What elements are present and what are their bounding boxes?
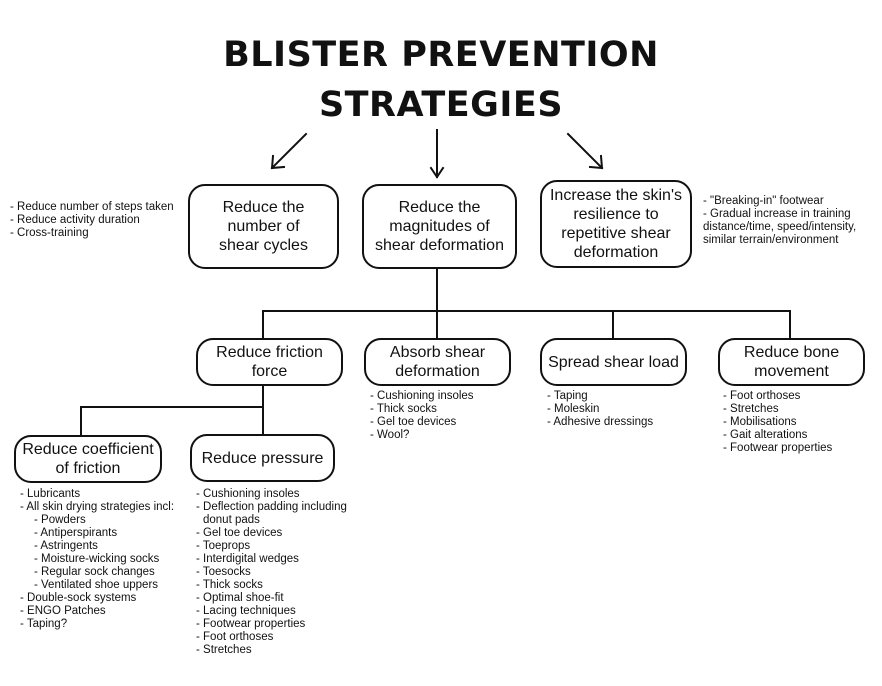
list-item: - Stretches <box>723 403 779 415</box>
node-shear-deformation-label: Reduce the magnitudes of shear deformati… <box>375 199 504 254</box>
list-item: - Mobilisations <box>723 416 797 428</box>
list-skin-resilience: - "Breaking-in" footwear - Gradual incre… <box>703 195 856 247</box>
node-spread-load-label: Spread shear load <box>548 353 679 371</box>
arrow-right-head <box>588 154 604 170</box>
list-item: - Ventilated shoe uppers <box>34 579 159 591</box>
list-item: - Toeprops <box>196 540 251 552</box>
list-item: - Reduce number of steps taken <box>10 201 174 213</box>
list-item: - Optimal shoe-fit <box>196 592 284 604</box>
list-item: - Gradual increase in training <box>703 208 851 220</box>
list-item: donut pads <box>203 514 260 526</box>
list-item: - Adhesive dressings <box>547 416 654 428</box>
node-pressure: Reduce pressure <box>190 434 335 482</box>
list-item: - Stretches <box>196 644 252 656</box>
list-item: - Moisture-wicking socks <box>34 553 160 565</box>
list-item: - Lacing techniques <box>196 605 296 617</box>
list-item: - Interdigital wedges <box>196 553 299 565</box>
list-item: - Cushioning insoles <box>370 390 474 402</box>
list-shear-cycles: - Reduce number of steps taken - Reduce … <box>10 201 174 240</box>
list-item: similar terrain/environment <box>703 234 839 246</box>
node-shear-deformation: Reduce the magnitudes of shear deformati… <box>362 184 517 269</box>
page-title: BLISTER PREVENTION STRATEGIES <box>0 30 882 130</box>
list-item: - Footwear properties <box>723 442 833 454</box>
list-item: - Reduce activity duration <box>10 214 140 226</box>
title-line-2: STRATEGIES <box>318 85 564 125</box>
list-item: - Foot orthoses <box>196 631 274 643</box>
arrow-right <box>566 132 604 170</box>
list-item: - Gel toe devices <box>196 527 283 539</box>
node-bone-movement: Reduce bone movement <box>718 338 865 386</box>
node-skin-resilience: Increase the skin's resilience to repeti… <box>540 180 692 268</box>
list-bone-movement: - Foot orthoses - Stretches - Mobilisati… <box>723 390 832 455</box>
list-item: - Footwear properties <box>196 618 306 630</box>
list-absorb-shear: - Cushioning insoles - Thick socks - Gel… <box>370 390 474 442</box>
node-friction-force-label: Reduce friction force <box>216 344 323 380</box>
list-item: - Antiperspirants <box>34 527 118 539</box>
node-pressure-label: Reduce pressure <box>201 449 324 467</box>
node-skin-resilience-label: Increase the skin's resilience to repeti… <box>549 187 682 261</box>
list-item: - Gel toe devices <box>370 416 457 428</box>
list-item: - Taping? <box>20 618 68 630</box>
list-item: - Thick socks <box>196 579 263 591</box>
node-absorb-shear-label: Absorb shear deformation <box>389 344 486 380</box>
list-item: - All skin drying strategies incl: <box>20 501 175 513</box>
node-friction-force: Reduce friction force <box>196 338 343 386</box>
list-item: - Taping <box>547 390 588 402</box>
node-absorb-shear: Absorb shear deformation <box>364 338 511 386</box>
list-item: - Toesocks <box>196 566 251 578</box>
list-item: - Astringents <box>34 540 98 552</box>
list-item: - Lubricants <box>20 488 81 500</box>
arrow-center-head <box>429 166 445 179</box>
list-item: - ENGO Patches <box>20 605 106 617</box>
list-item: - Gait alterations <box>723 429 808 441</box>
node-spread-load: Spread shear load <box>540 338 687 386</box>
list-item: - Cross-training <box>10 227 89 239</box>
node-coef-friction: Reduce coefficient of friction <box>14 435 162 483</box>
list-spread-load: - Taping - Moleskin - Adhesive dressings <box>547 390 653 429</box>
list-item: - Powders <box>34 514 86 526</box>
arrow-left <box>270 132 308 170</box>
list-item: - Thick socks <box>370 403 437 415</box>
list-item: - Foot orthoses <box>723 390 801 402</box>
list-item: - Double-sock systems <box>20 592 137 604</box>
title-line-1: BLISTER PREVENTION <box>223 35 659 75</box>
list-coef-friction: - Lubricants - All skin drying strategie… <box>20 488 174 631</box>
list-item: - "Breaking-in" footwear <box>703 195 824 207</box>
node-shear-cycles-label: Reduce the number of shear cycles <box>219 199 308 254</box>
list-item: - Deflection padding including <box>196 501 347 513</box>
arrow-left-head <box>270 154 286 170</box>
list-item: - Wool? <box>370 429 410 441</box>
list-item: distance/time, speed/intensity, <box>703 221 857 233</box>
list-item: - Moleskin <box>547 403 600 415</box>
list-item: - Regular sock changes <box>34 566 155 578</box>
node-shear-cycles: Reduce the number of shear cycles <box>188 184 339 269</box>
list-pressure: - Cushioning insoles - Deflection paddin… <box>196 488 347 657</box>
list-item: - Cushioning insoles <box>196 488 300 500</box>
node-coef-friction-label: Reduce coefficient of friction <box>22 441 154 477</box>
node-bone-movement-label: Reduce bone movement <box>743 344 840 380</box>
